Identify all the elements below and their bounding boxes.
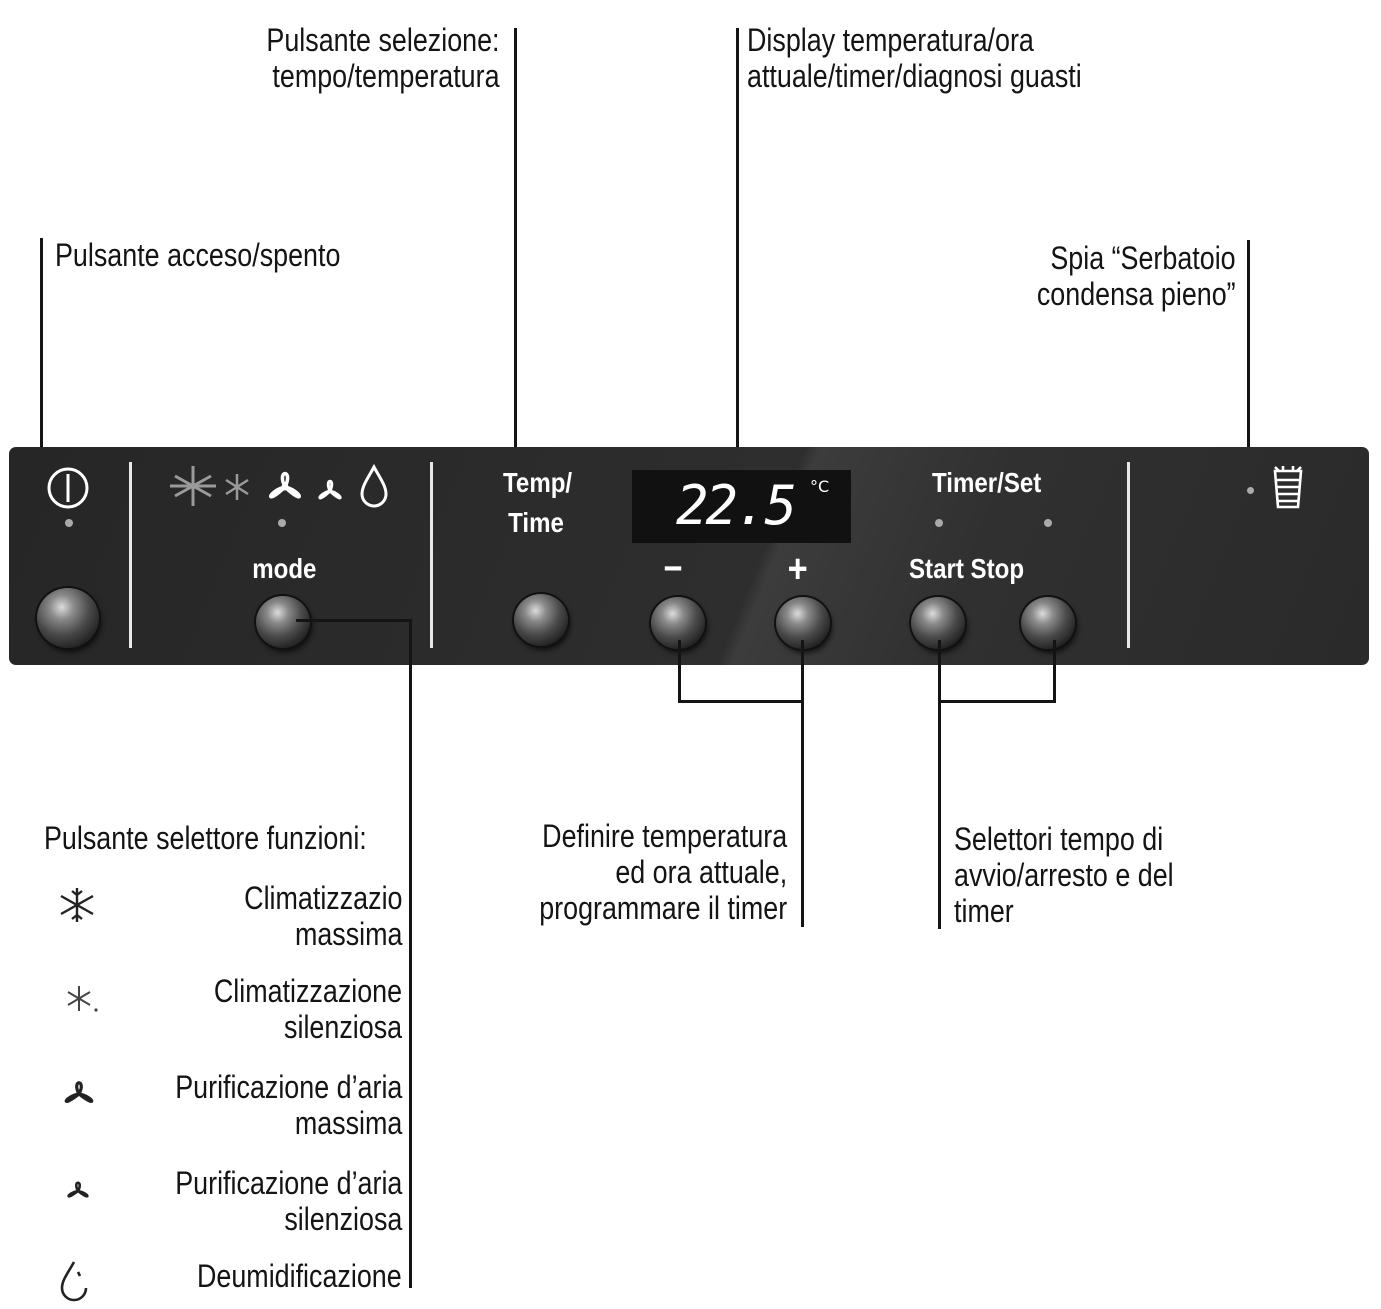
function-label-quiet-purify: Purificazione d’aria silenziosa — [175, 1165, 402, 1237]
function-line: Purificazione d’aria — [174, 1165, 402, 1201]
function-label-dehumidify: Deumidificazione — [197, 1258, 402, 1294]
snowflake-small-icon — [67, 986, 98, 1012]
callout-line: Pulsante selezione: — [266, 22, 500, 58]
function-line: Climatizzazione — [213, 973, 402, 1009]
callout-line: condensa pieno” — [1037, 276, 1236, 312]
function-line: massima — [294, 916, 402, 952]
function-label-max-cooling: Climatizzazio massima — [244, 880, 402, 952]
leader-minus-plus — [678, 700, 804, 703]
function-label-max-purify: Purificazione d’aria massima — [175, 1069, 402, 1141]
panel-divider — [129, 462, 132, 648]
leader-start-stop — [1053, 640, 1056, 703]
function-line: Deumidificazione — [197, 1258, 402, 1294]
time-label-line: Time — [508, 507, 564, 538]
leader-start-stop — [938, 700, 1056, 703]
callout-line: attuale/timer/diagnosi guasti — [747, 58, 1082, 94]
stop-button[interactable] — [1021, 597, 1075, 649]
callout-tank-full: Spia “Serbatoio condensa pieno” — [1037, 240, 1236, 312]
callout-power-button: Pulsante acceso/spento — [55, 237, 340, 273]
panel-divider — [1127, 462, 1130, 648]
tank-full-led — [1247, 487, 1254, 494]
power-icon — [47, 467, 89, 509]
function-line: silenziosa — [283, 1009, 402, 1045]
fan-large-icon — [269, 471, 301, 499]
leader-temp-time — [514, 28, 517, 616]
plus-label: + — [787, 547, 808, 591]
start-led — [935, 519, 943, 527]
callout-line: timer — [954, 893, 1014, 929]
functions-heading: Pulsante selettore funzioni: — [44, 820, 367, 856]
temp-time-label: Temp/ Time — [503, 468, 572, 538]
snowflake-large-icon — [170, 466, 216, 506]
function-line: massima — [294, 1105, 402, 1141]
temp-time-button[interactable] — [514, 594, 568, 646]
function-line: Purificazione d’aria — [174, 1069, 402, 1105]
callout-timer-selectors: Selettori tempo di avvio/arresto e del t… — [954, 821, 1174, 929]
leader-power — [40, 238, 43, 602]
leader-start-stop — [938, 640, 941, 929]
leader-mode — [409, 619, 412, 1288]
power-button[interactable] — [37, 588, 99, 648]
callout-temp-time-button: Pulsante selezione: tempo/temperatura — [267, 22, 500, 94]
function-label-quiet-cooling: Climatizzazione silenziosa — [214, 973, 402, 1045]
display-unit: °C — [810, 477, 830, 496]
droplet-icon — [60, 1261, 88, 1302]
function-line: silenziosa — [283, 1201, 402, 1237]
mode-led — [278, 519, 286, 527]
callout-line: tempo/temperatura — [272, 58, 500, 94]
leader-minus-plus — [801, 640, 804, 927]
fan-large-icon — [64, 1081, 94, 1103]
callout-line: Display temperatura/ora — [747, 22, 1034, 58]
droplet-icon — [360, 464, 388, 508]
mode-button[interactable] — [256, 596, 310, 648]
callout-line: Selettori tempo di — [954, 821, 1164, 857]
temp-label-line: Temp/ — [503, 467, 573, 498]
callout-line: programmare il timer — [539, 890, 787, 926]
water-tank-icon — [1273, 466, 1303, 509]
fan-small-icon — [318, 479, 342, 500]
mode-label: mode — [252, 553, 317, 584]
lcd-display: 22.5 °C — [632, 470, 851, 543]
callout-line: avvio/arresto e del — [954, 857, 1174, 893]
leader-display — [736, 28, 739, 472]
leader-tank-full — [1247, 240, 1250, 482]
panel-divider — [430, 462, 433, 648]
display-digits: 22.5 — [676, 474, 797, 537]
power-led — [65, 519, 73, 527]
callout-line: Definire temperatura — [541, 818, 787, 854]
leader-minus-plus — [678, 640, 681, 703]
start-stop-label: Start Stop — [909, 553, 1025, 584]
leader-mode — [296, 619, 412, 622]
snowflake-large-icon — [60, 888, 94, 922]
function-line: Climatizzazio — [243, 880, 402, 916]
snowflake-small-icon — [225, 474, 249, 500]
fan-small-icon — [67, 1181, 89, 1198]
callout-set-temp: Definire temperatura ed ora attuale, pro… — [539, 818, 787, 926]
minus-label: − — [663, 548, 683, 590]
stop-led — [1044, 519, 1052, 527]
callout-line: Pulsante acceso/spento — [55, 237, 341, 273]
callout-display: Display temperatura/ora attuale/timer/di… — [747, 22, 1082, 94]
callout-line: ed ora attuale, — [615, 854, 787, 890]
callout-line: Spia “Serbatoio — [1050, 240, 1236, 276]
timer-set-label: Timer/Set — [932, 467, 1042, 498]
